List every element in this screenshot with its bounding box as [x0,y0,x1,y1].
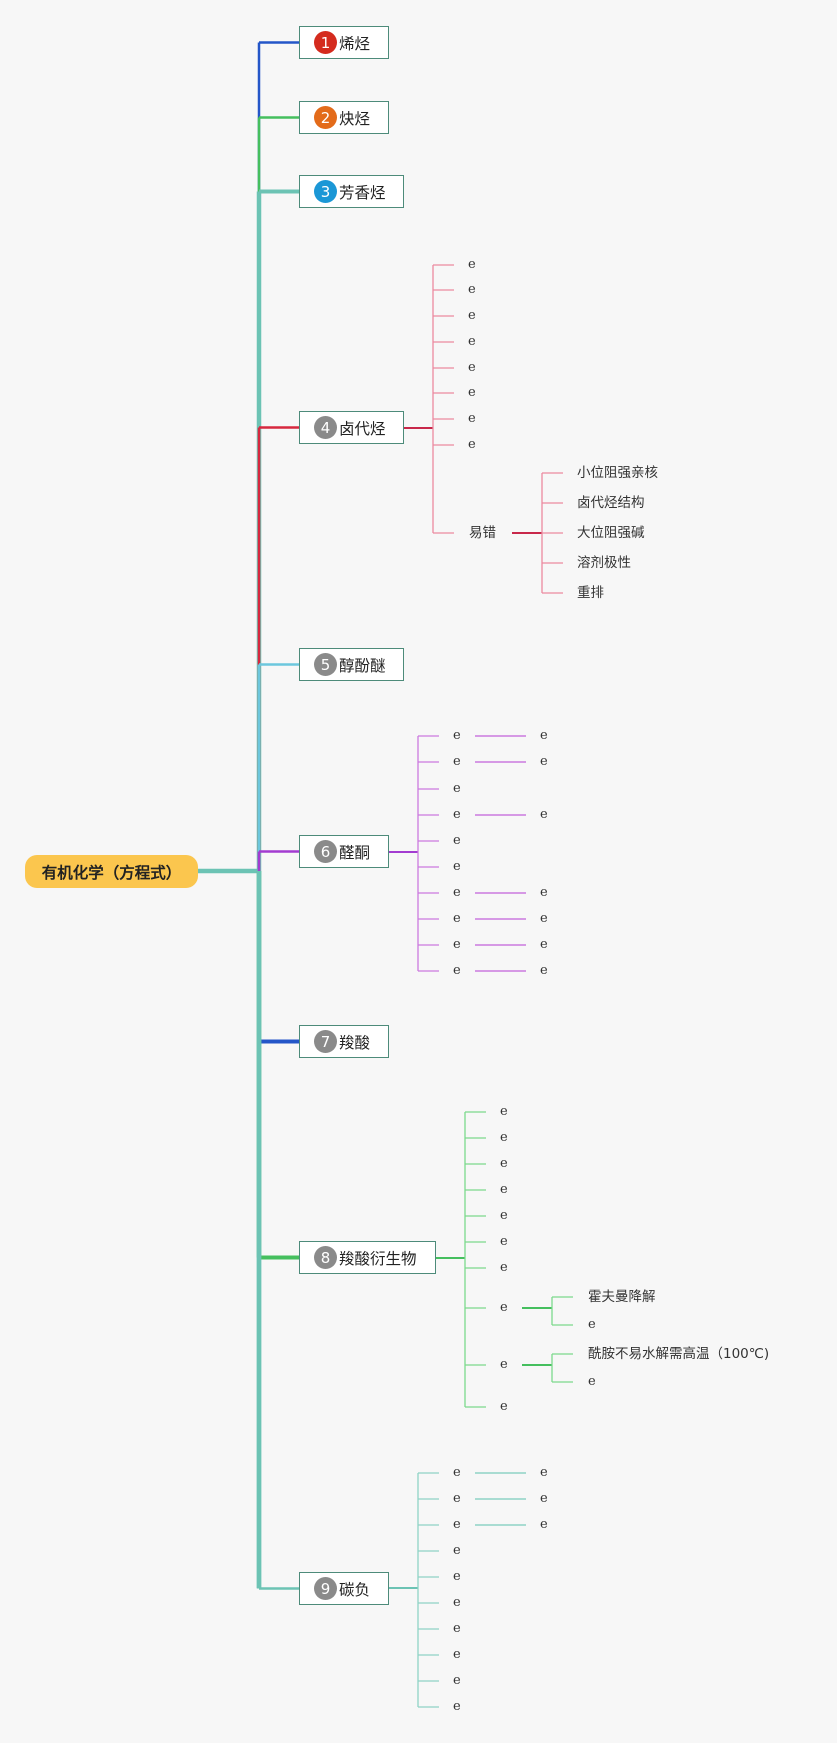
topic-label: 烯烃 [339,34,371,53]
root-topic[interactable]: 有机化学（方程式） [25,855,198,888]
leaf-label[interactable]: e [468,257,476,272]
leaf-label[interactable]: e [468,385,476,400]
leaf-label[interactable]: e [453,807,461,822]
number-badge-icon: 5 [314,653,337,676]
leaf-label[interactable]: 重排 [577,585,604,601]
leaf-label[interactable]: e [500,1399,508,1414]
leaf-label[interactable]: e [500,1156,508,1171]
leaf-label[interactable]: e [588,1374,596,1389]
number-badge-icon: 8 [314,1246,337,1269]
leaf-label[interactable]: e [540,1517,548,1532]
leaf-label[interactable]: e [453,1647,461,1662]
topic-label: 芳香烃 [339,183,386,202]
topic-label: 醛酮 [339,843,371,862]
leaf-label[interactable]: e [453,1491,461,1506]
leaf-label[interactable]: e [468,334,476,349]
leaf-label[interactable]: e [540,1491,548,1506]
topic-label: 碳负 [339,1580,371,1599]
leaf-label[interactable]: e [468,411,476,426]
leaf-label[interactable]: e [500,1104,508,1119]
leaf-label[interactable]: e [540,911,548,926]
leaf-label[interactable]: 小位阻强亲核 [577,465,658,481]
number-badge-icon: 9 [314,1577,337,1600]
number-badge-icon: 1 [314,31,337,54]
leaf-label[interactable]: e [540,1465,548,1480]
topic-label: 醇酚醚 [339,656,386,675]
leaf-label[interactable]: e [453,754,461,769]
leaf-label[interactable]: e [453,1465,461,1480]
leaf-label[interactable]: e [453,1517,461,1532]
topic-label: 炔烃 [339,109,371,128]
leaf-label[interactable]: e [500,1130,508,1145]
leaf-label[interactable]: e [453,728,461,743]
leaf-label[interactable]: e [453,1543,461,1558]
number-badge-icon: 7 [314,1030,337,1053]
leaf-label[interactable]: e [540,885,548,900]
number-badge-icon: 6 [314,840,337,863]
leaf-label[interactable]: e [500,1182,508,1197]
leaf-label[interactable]: e [468,308,476,323]
leaf-label[interactable]: 霍夫曼降解 [588,1289,656,1305]
leaf-label[interactable]: e [453,1569,461,1584]
leaf-label[interactable]: e [453,911,461,926]
error-branch-label[interactable]: 易错 [469,525,496,541]
leaf-label[interactable]: e [453,937,461,952]
leaf-label[interactable]: 酰胺不易水解需高温（100℃) [588,1346,770,1362]
leaf-label[interactable]: 卤代烃结构 [577,495,645,511]
leaf-label[interactable]: e [540,754,548,769]
leaf-label[interactable]: e [453,963,461,978]
leaf-label[interactable]: e [453,781,461,796]
leaf-label[interactable]: e [500,1260,508,1275]
leaf-label[interactable]: e [500,1234,508,1249]
topic-label: 羧酸 [339,1033,371,1052]
leaf-label[interactable]: e [453,1621,461,1636]
leaf-label[interactable]: e [588,1317,596,1332]
number-badge-icon: 3 [314,180,337,203]
topic-label: 羧酸衍生物 [339,1249,417,1268]
leaf-label[interactable]: e [540,807,548,822]
leaf-label[interactable]: e [453,1699,461,1714]
number-badge-icon: 4 [314,416,337,439]
leaf-label[interactable]: e [453,859,461,874]
leaf-label[interactable]: e [540,937,548,952]
leaf-label[interactable]: e [453,1595,461,1610]
leaf-label[interactable]: e [540,963,548,978]
topic-label: 卤代烃 [339,419,386,438]
leaf-label[interactable]: e [468,437,476,452]
leaf-label[interactable]: e [500,1357,508,1372]
leaf-label[interactable]: e [500,1300,508,1315]
leaf-label[interactable]: e [453,833,461,848]
leaf-label[interactable]: e [453,1673,461,1688]
leaf-label[interactable]: e [468,360,476,375]
leaf-label[interactable]: e [453,885,461,900]
leaf-label[interactable]: 大位阻强碱 [577,525,645,541]
leaf-label[interactable]: e [468,282,476,297]
leaf-label[interactable]: e [500,1208,508,1223]
leaf-label[interactable]: 溶剂极性 [577,555,631,571]
number-badge-icon: 2 [314,106,337,129]
leaf-label[interactable]: e [540,728,548,743]
